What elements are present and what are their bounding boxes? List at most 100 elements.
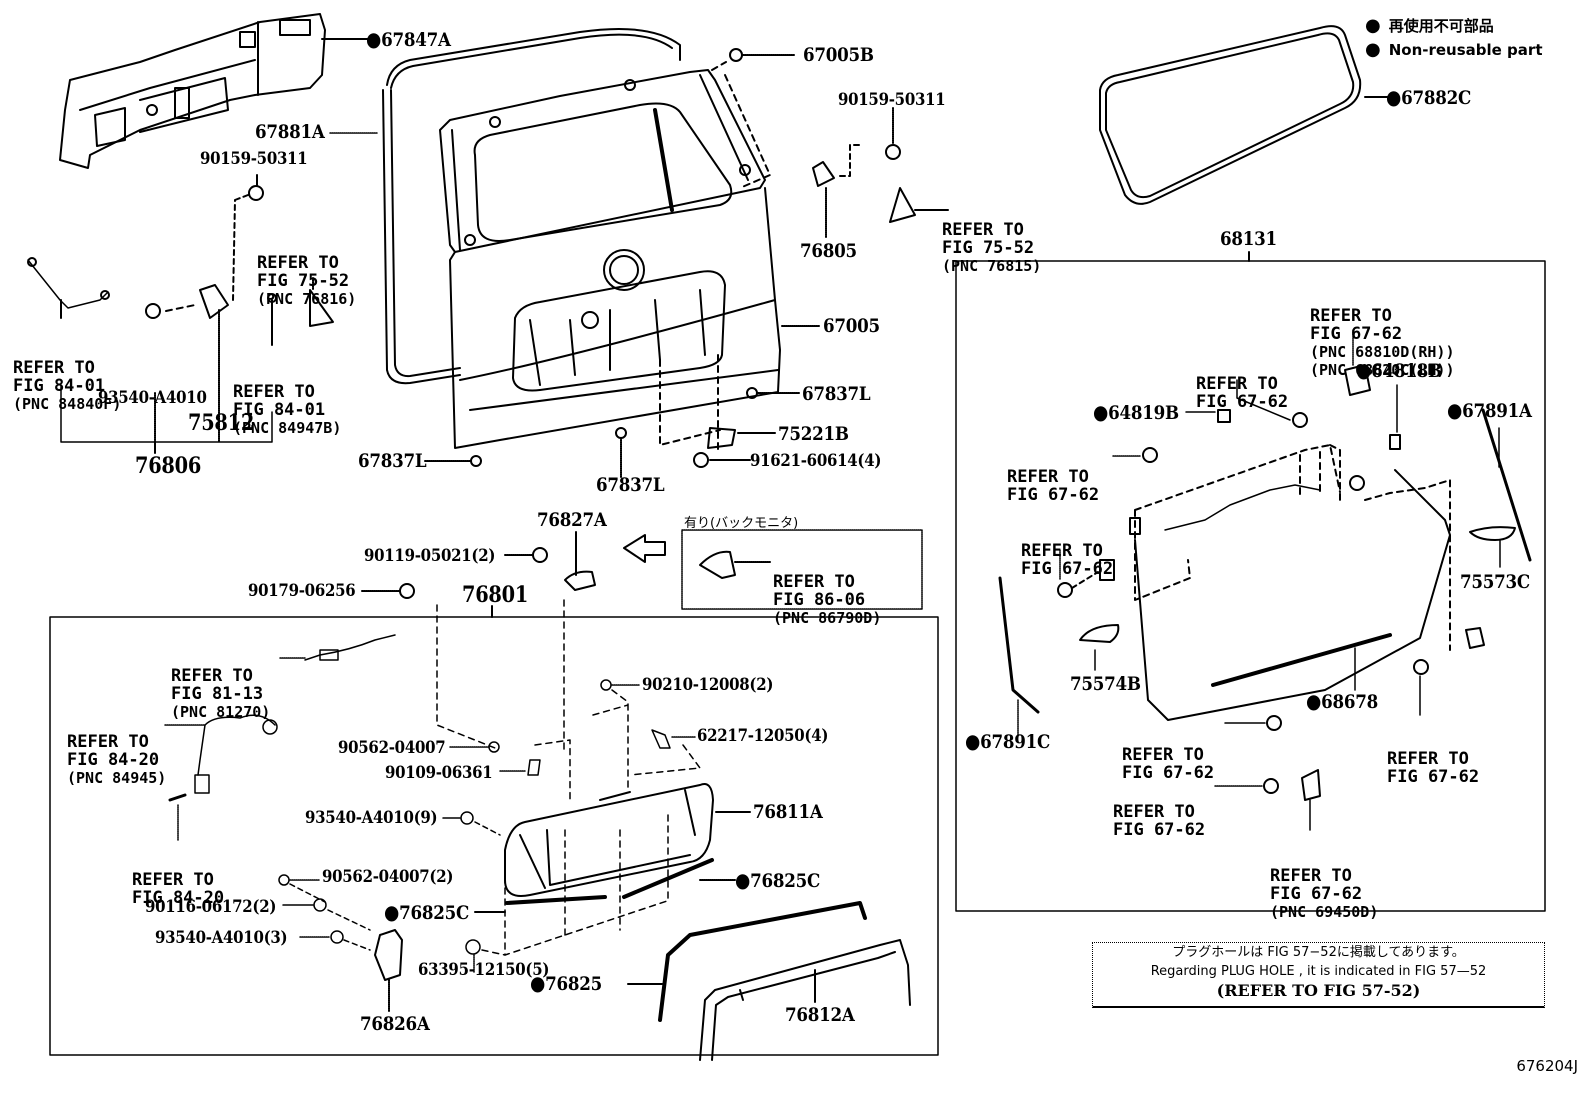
- part-label-93540-a4010[interactable]: 93540-A4010: [98, 388, 207, 408]
- part-label-75812[interactable]: 75812: [188, 410, 255, 436]
- part-67847a-bracket: [59, 13, 326, 169]
- part-label-91621-60614[interactable]: 91621-60614(4): [750, 451, 882, 471]
- part-label-67837l-right[interactable]: 67837L: [802, 383, 871, 405]
- part-label-67881a[interactable]: 67881A: [255, 121, 325, 143]
- plug-hole-note: プラグホールは FIG 57−52に掲載してあります。 Regarding PL…: [1092, 942, 1545, 1008]
- part-label-67882c[interactable]: 67882C: [1386, 87, 1471, 108]
- camera-reference-box: [681, 529, 923, 610]
- part-76805-group: [812, 107, 949, 239]
- part-76825-seal: [658, 901, 867, 1022]
- legend-en: ●Non-reusable part: [1365, 39, 1543, 60]
- part-label-76825[interactable]: 76825: [530, 973, 602, 994]
- part-label-90159-50311-left[interactable]: 90159-50311: [200, 149, 308, 169]
- note-en: Regarding PLUG HOLE , it is indicated in…: [1150, 964, 1487, 979]
- filled-dot-icon: ●: [1365, 15, 1381, 36]
- part-label-64819b[interactable]: 64819B: [1093, 402, 1179, 423]
- clip-67005b-icon: [729, 48, 743, 62]
- part-label-90179-06256[interactable]: 90179-06256: [248, 581, 356, 601]
- part-76827a-camera: [564, 570, 596, 591]
- part-label-68678[interactable]: 68678: [1306, 691, 1378, 712]
- legend-jp: ●再使用不可部品: [1365, 15, 1494, 36]
- bracket-75221b-icon: [707, 427, 736, 449]
- part-label-76827a[interactable]: 76827A: [537, 509, 607, 531]
- group-68131-box: [955, 260, 1546, 912]
- part-label-75221b[interactable]: 75221B: [778, 423, 849, 445]
- back-monitor-caption: 有り(バックモニタ): [684, 516, 799, 531]
- part-76811a-garnish: [504, 783, 714, 897]
- part-76825c-strip-left: [505, 895, 607, 905]
- part-label-67005b[interactable]: 67005B: [803, 44, 874, 66]
- note-ref-link[interactable]: (REFER TO FIG 57-52): [1216, 981, 1421, 1000]
- part-label-90119-05021[interactable]: 90119-05021(2): [364, 546, 496, 566]
- part-label-90562-04007-2[interactable]: 90562-04007(2): [322, 867, 454, 887]
- part-label-90210-12008[interactable]: 90210-12008(2): [642, 675, 774, 695]
- group-76801-box: [49, 616, 939, 1056]
- part-label-76812a[interactable]: 76812A: [785, 1004, 855, 1026]
- part-label-68131[interactable]: 68131: [1220, 228, 1277, 250]
- part-label-63395-12150[interactable]: 63395-12150(5): [418, 960, 550, 980]
- part-label-75574b[interactable]: 75574B: [1070, 673, 1141, 695]
- clip-67837l-icons: [424, 387, 801, 479]
- part-76806-group: [27, 174, 334, 454]
- part-76825c-strip-right: [622, 858, 714, 899]
- filled-dot-icon: ●: [1365, 39, 1381, 60]
- part-67882c-glass-seal: [1099, 25, 1362, 205]
- fastener-leaders: [278, 599, 701, 973]
- part-76826a-bracket: [374, 929, 403, 981]
- part-label-90159-50311-right[interactable]: 90159-50311: [838, 90, 946, 110]
- back-camera-icon: [699, 550, 736, 579]
- part-label-67847a[interactable]: 67847A: [366, 29, 451, 50]
- part-label-67837l-left[interactable]: 67837L: [358, 450, 427, 472]
- part-label-76805[interactable]: 76805: [800, 240, 857, 262]
- part-label-76825c-right[interactable]: 76825C: [735, 870, 820, 891]
- part-label-67891a[interactable]: 67891A: [1447, 400, 1532, 421]
- part-67881a-weatherstrip: [382, 28, 681, 385]
- part-68131-glass: [998, 364, 1532, 801]
- part-label-67005[interactable]: 67005: [823, 315, 880, 337]
- part-label-62217-12050[interactable]: 62217-12050(4): [697, 726, 829, 746]
- note-jp: プラグホールは FIG 57−52に掲載してあります。: [1172, 945, 1465, 960]
- part-label-67891c[interactable]: 67891C: [965, 731, 1050, 752]
- part-label-76801[interactable]: 76801: [462, 582, 529, 608]
- bolt-91621-icon: [693, 452, 709, 468]
- part-label-93540-a4010-3[interactable]: 93540-A4010(3): [155, 928, 288, 948]
- figure-id: 676204J: [1516, 1057, 1578, 1075]
- part-harness-81270: [279, 634, 396, 661]
- leaders-68131: [1017, 329, 1501, 831]
- part-label-90109-06361[interactable]: 90109-06361: [385, 763, 493, 783]
- part-label-76825c-left[interactable]: 76825C: [384, 902, 469, 923]
- part-label-76806[interactable]: 76806: [135, 453, 202, 479]
- part-76812a-spoiler: [699, 939, 911, 1061]
- part-label-75573c[interactable]: 75573C: [1460, 571, 1530, 593]
- leader-67005b-dashed: [711, 61, 771, 189]
- legend: ●再使用不可部品 ●Non-reusable part: [1365, 14, 1542, 62]
- part-label-64818b[interactable]: 64818B: [1356, 360, 1442, 381]
- arrow-left-icon: [623, 534, 666, 563]
- part-67005-back-door: [439, 69, 781, 449]
- part-label-76826a[interactable]: 76826A: [360, 1013, 430, 1035]
- part-label-93540-a4010-9[interactable]: 93540-A4010(9): [305, 808, 438, 828]
- part-label-76811a[interactable]: 76811A: [753, 801, 823, 823]
- nut-90179-icon: [399, 583, 415, 599]
- part-label-67837l-bottom[interactable]: 67837L: [596, 474, 665, 496]
- part-label-90562-04007[interactable]: 90562-04007: [338, 738, 446, 758]
- part-label-90116-06172[interactable]: 90116-06172(2): [145, 897, 277, 917]
- screw-90119-icon: [532, 547, 548, 563]
